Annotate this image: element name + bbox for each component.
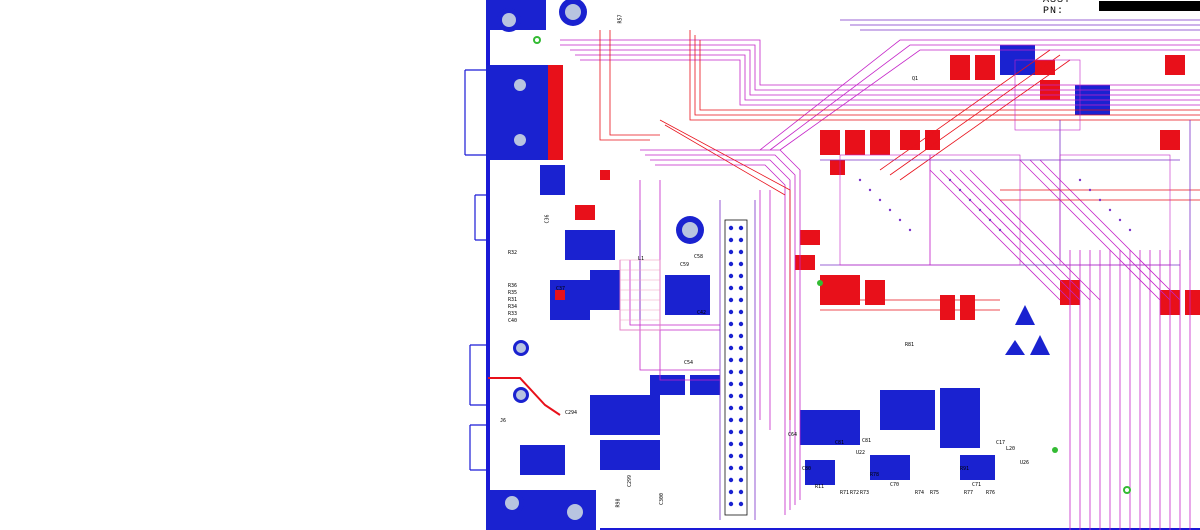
designator-label: R76 (986, 490, 996, 496)
bga-pins (858, 178, 1132, 232)
designator-label: L20 (1006, 446, 1016, 452)
designator-label: C300 (659, 492, 666, 506)
power-trace (488, 377, 561, 416)
designator-label: C59 (680, 262, 690, 268)
signal-traces-magenta (560, 39, 1200, 530)
designator-label: C37 (556, 286, 566, 292)
assy-pn-label: ASSY PN: (1040, 0, 1100, 17)
designator-label: C80 (802, 466, 812, 472)
bga-footprints (839, 59, 1171, 266)
designator-label: C81 (835, 440, 845, 446)
designator-label: C294 (565, 410, 578, 416)
designator-label: R74 (915, 490, 925, 496)
designator-label: L1 (638, 256, 645, 262)
designator-label: C40 (508, 318, 518, 324)
designator-label: R36 (508, 283, 518, 289)
designator-label: J6 (500, 418, 507, 424)
assembly-part-number: ASSY PN: (1040, 0, 1200, 17)
designator-label: R11 (815, 484, 825, 490)
designator-label: R34 (508, 304, 518, 310)
designator-label: R35 (508, 290, 518, 296)
board-outline-thin (464, 69, 488, 471)
designator-label: C17 (996, 440, 1006, 446)
signal-traces-red (599, 30, 1200, 420)
designator-label: C42 (697, 310, 707, 316)
inductor-footprints (619, 259, 661, 331)
test-triangles (1005, 305, 1050, 355)
designator-label: R73 (860, 490, 870, 496)
pin-header-connector (724, 219, 748, 516)
designator-label: C58 (694, 254, 704, 260)
designator-label: C64 (788, 432, 798, 438)
designator-label: C299 (627, 474, 634, 488)
designator-label: R75 (930, 490, 940, 496)
designator-label: C81 (862, 438, 872, 444)
designator-label: C70 (890, 482, 900, 488)
designator-label: C36 (544, 214, 551, 224)
designator-label: Q1 (912, 76, 919, 82)
fiducial-markers (533, 36, 1131, 494)
designator-label: R91 (960, 466, 970, 472)
designator-label: R33 (508, 311, 518, 317)
designator-label: C71 (972, 482, 982, 488)
designator-label: R98 (615, 498, 622, 508)
designator-label: R57 (617, 14, 624, 24)
designator-label: R78 (870, 472, 880, 478)
designator-label: R71 (840, 490, 850, 496)
designator-label: U26 (1020, 460, 1030, 466)
designator-label: U22 (856, 450, 866, 456)
designator-label: R31 (508, 297, 518, 303)
designator-label: C54 (684, 360, 694, 366)
designator-label: R32 (508, 250, 518, 256)
assy-pn-value-box (1099, 1, 1200, 11)
designator-label: R77 (964, 490, 974, 496)
designator-label: R72 (850, 490, 860, 496)
mounting-holes (497, 0, 704, 527)
designator-label: R81 (905, 342, 915, 348)
